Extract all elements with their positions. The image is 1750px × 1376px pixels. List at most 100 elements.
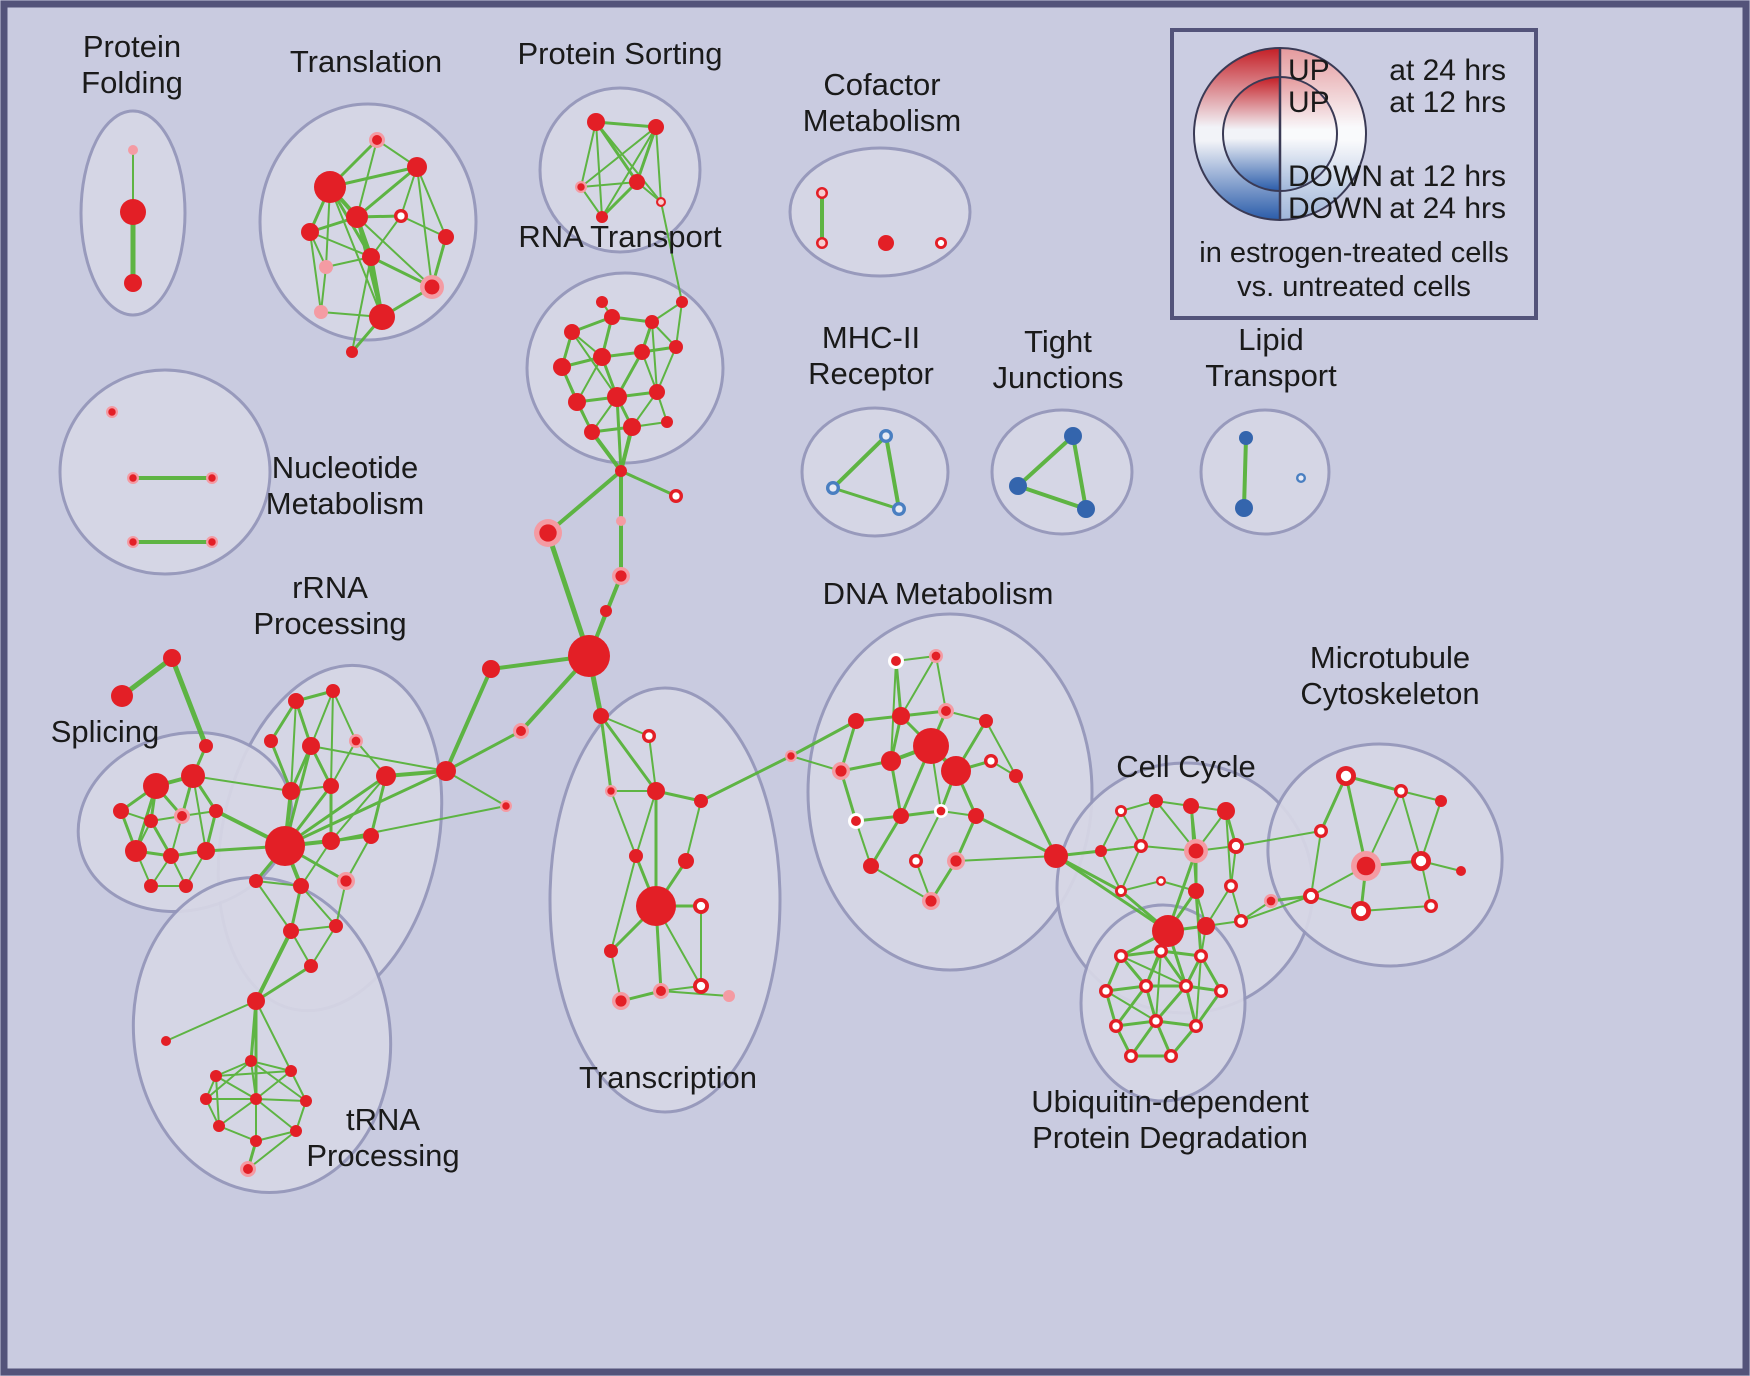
network-node-core: [882, 432, 890, 440]
network-node: [676, 296, 688, 308]
network-edge: [218, 1125, 257, 1142]
legend-caption: in estrogen-treated cells: [1199, 237, 1509, 269]
network-node: [326, 684, 340, 698]
network-node: [584, 424, 600, 440]
network-node-core: [1340, 770, 1352, 782]
network-edge: [330, 775, 387, 842]
network-edge: [355, 215, 384, 319]
network-node: [363, 828, 379, 844]
network-edge: [651, 321, 658, 393]
network-edge: [894, 659, 903, 718]
network-node-core: [1112, 1022, 1120, 1030]
network-edge: [300, 840, 332, 887]
network-edge: [330, 740, 357, 787]
network-node-core: [787, 752, 795, 760]
network-node: [723, 990, 735, 1002]
network-node: [648, 119, 664, 135]
network-edge: [955, 855, 1057, 862]
network-node-core: [1117, 807, 1125, 815]
network-node-core: [936, 806, 946, 816]
network-edge: [169, 655, 209, 749]
network-node: [1235, 499, 1253, 517]
network-node-core: [829, 484, 837, 492]
network-edge: [283, 774, 388, 848]
network-node: [301, 223, 319, 241]
network-node-core: [696, 981, 706, 991]
cluster-dna-metabolism: [806, 612, 1094, 972]
network-edge: [444, 729, 523, 773]
cluster-trna-processing: [131, 876, 393, 1194]
network-edge: [369, 774, 388, 838]
network-node-core: [895, 505, 903, 513]
network-node: [247, 992, 265, 1010]
network-edge: [1100, 810, 1122, 852]
network-node-core: [937, 239, 945, 247]
network-edge: [247, 1130, 297, 1170]
network-edge: [600, 180, 639, 219]
network-node-core: [1127, 1052, 1135, 1060]
network-node-core: [1137, 842, 1145, 850]
network-node: [1183, 798, 1199, 814]
network-edge: [1310, 830, 1322, 897]
network-node: [124, 274, 142, 292]
network-edge: [884, 434, 901, 511]
network-node-core: [1355, 905, 1367, 917]
network-node: [282, 782, 300, 800]
network-node: [293, 878, 309, 894]
network-edge: [831, 434, 888, 490]
network-edge: [1242, 436, 1248, 510]
network-edge: [351, 256, 372, 353]
network-edge: [985, 720, 1017, 777]
legend-dial-fade: [1280, 48, 1366, 220]
network-node: [878, 235, 894, 251]
network-node: [564, 324, 580, 340]
network-edge: [255, 1130, 297, 1142]
network-node: [1044, 844, 1068, 868]
network-node: [568, 393, 586, 411]
network-node: [362, 248, 380, 266]
network-edge: [255, 1098, 307, 1102]
network-node: [436, 761, 456, 781]
network-edge: [594, 120, 658, 129]
network-node-core: [1158, 878, 1164, 884]
network-node-core: [615, 995, 627, 1007]
network-node-core: [818, 239, 826, 247]
network-node: [607, 387, 627, 407]
network-node-core: [1182, 982, 1190, 990]
network-edge: [660, 201, 683, 303]
network-node-core: [818, 189, 826, 197]
network-edge: [384, 769, 448, 778]
network-node-core: [1317, 827, 1325, 835]
network-node: [125, 840, 147, 862]
network-edge: [1194, 989, 1223, 1028]
network-edge: [290, 700, 297, 792]
network-edge: [1360, 905, 1432, 912]
network-edge: [1400, 790, 1422, 862]
network-edge: [330, 690, 334, 787]
network-node-core: [1152, 1017, 1160, 1025]
network-edge: [545, 530, 592, 659]
network-edge: [255, 880, 292, 932]
network-node-core: [502, 802, 510, 810]
network-edge: [215, 1070, 292, 1077]
network-node: [596, 211, 608, 223]
network-edge: [974, 814, 1058, 858]
network-edge: [192, 775, 207, 852]
network-node-core: [645, 732, 653, 740]
network-node-core: [129, 474, 137, 482]
network-edge: [915, 810, 942, 862]
network-edge: [310, 690, 334, 747]
legend-direction-label: DOWN: [1288, 160, 1383, 193]
network-edge: [249, 999, 258, 1063]
network-node: [249, 874, 263, 888]
network-node: [213, 1120, 225, 1132]
network-node-core: [941, 706, 951, 716]
